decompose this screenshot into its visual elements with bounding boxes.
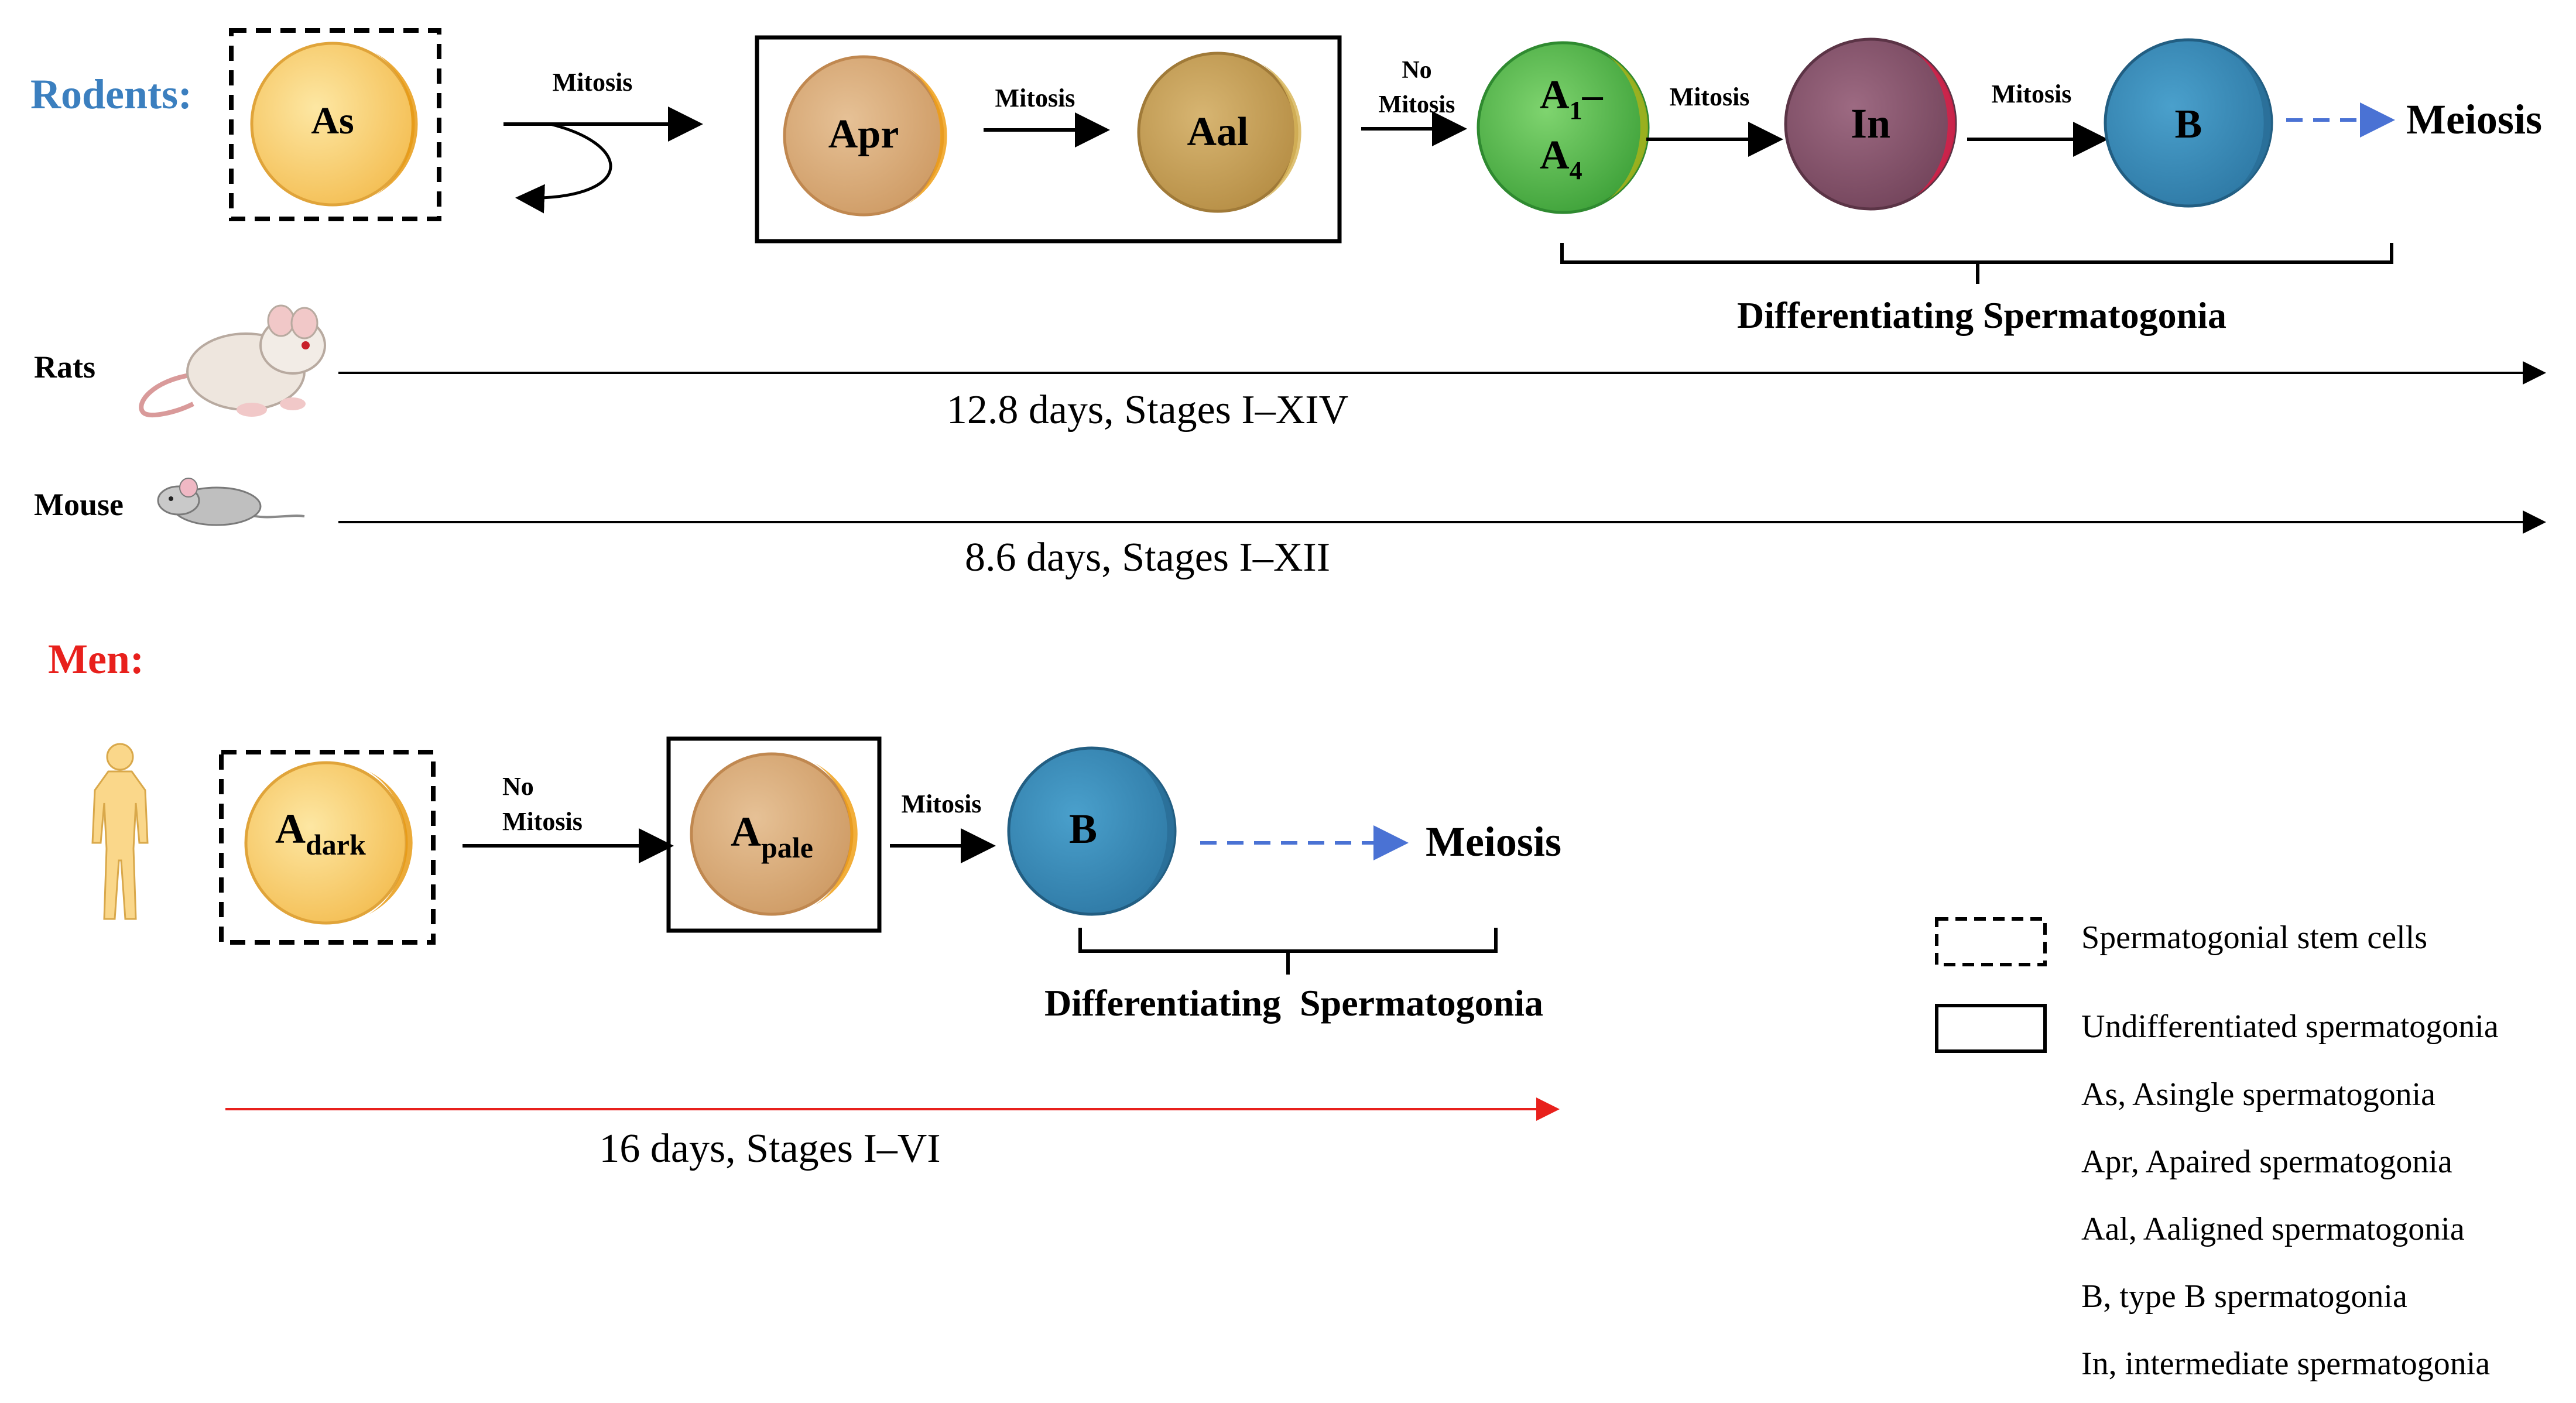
cell-adark: Adark (244, 761, 413, 925)
cell-as: As (250, 42, 418, 207)
rodents-no-mitosis-label-2: Mitosis (1379, 91, 1455, 118)
svg-text:A1–: A1– (1540, 73, 1604, 125)
cell-a4-sub: 4 (1570, 156, 1582, 185)
stem-cell-box-as (229, 28, 441, 221)
men-no-mitosis-label-1: No (502, 772, 534, 801)
legend-undiff-swatch (1935, 1004, 2047, 1053)
rodents-differentiating-label: Differentiating Spermatogonia (1737, 294, 2226, 336)
cell-b-men: B (1007, 746, 1177, 916)
stem-cell-box-adark (219, 750, 436, 945)
svg-text:A4: A4 (1540, 133, 1582, 185)
human-icon (91, 743, 149, 920)
undiff-box-apr-aal (755, 35, 1342, 243)
cell-a1-dash: – (1582, 73, 1604, 118)
mouse-duration: 8.6 days, Stages I–XII (965, 535, 1330, 580)
cell-apr-label: Apr (828, 112, 899, 157)
rodents-meiosis-label: Meiosis (2406, 96, 2542, 143)
cell-b-rodent-label: B (2175, 102, 2202, 147)
cell-a1-sub: 1 (1570, 96, 1582, 125)
rodents-mitosis-label-2: Mitosis (995, 84, 1075, 112)
rodents-differentiating-bracket (1560, 243, 2393, 284)
rats-duration: 12.8 days, Stages I–XIV (947, 387, 1348, 433)
rodents-mitosis-label-4: Mitosis (1992, 80, 2072, 108)
cell-aal-label: Aal (1187, 109, 1249, 155)
legend-stem-swatch (1935, 917, 2047, 966)
men-meiosis-label: Meiosis (1426, 818, 1561, 865)
cell-apale-label: A (731, 808, 761, 855)
men-differentiating-bracket (1078, 928, 1498, 975)
men-duration: 16 days, Stages I–VI (599, 1126, 940, 1171)
legend-note-aal: Aal, Aaligned spermatogonia (2081, 1211, 2465, 1247)
cell-a1-a4: A1– A4 (1477, 41, 1650, 214)
men-no-mitosis-label-2: Mitosis (502, 807, 583, 836)
cell-in: In (1784, 37, 1957, 211)
cell-b-men-label: B (1069, 805, 1097, 852)
cell-a1-label: A (1540, 73, 1570, 118)
men-mitosis-label: Mitosis (902, 790, 982, 818)
svg-text:Adark: Adark (275, 805, 366, 861)
mouse-icon (157, 478, 305, 526)
rat-icon (139, 304, 326, 418)
rodents-no-mitosis-label-1: No (1402, 57, 1431, 84)
cell-apr: Apr (783, 55, 947, 217)
cell-apale-sub: pale (761, 831, 813, 864)
self-renewal-loop-arrow (515, 122, 612, 214)
legend-stem-label: Spermatogonial stem cells (2081, 920, 2427, 956)
cell-apale: Apale (690, 752, 858, 916)
cell-adark-sub: dark (306, 828, 366, 861)
men-differentiating-label: Differentiating Spermatogonia (1044, 982, 1543, 1024)
cell-aal: Aal (1137, 52, 1301, 213)
cell-adark-label: A (275, 805, 306, 852)
rodents-mitosis-label-3: Mitosis (1670, 83, 1750, 111)
rats-label: Rats (34, 349, 95, 385)
mouse-label: Mouse (34, 487, 124, 522)
cell-in-label: In (1851, 100, 1890, 147)
legend-note-in: In, intermediate spermatogonia (2081, 1346, 2490, 1382)
cell-b-rodent: B (2104, 38, 2273, 208)
cell-a4-label: A (1540, 133, 1570, 178)
svg-text:Apale: Apale (731, 808, 813, 864)
undiff-box-apale (666, 736, 882, 933)
cell-as-label: As (311, 100, 354, 142)
legend-undiff-label: Undifferentiated spermatogonia (2081, 1008, 2499, 1045)
legend-note-apr: Apr, Apaired spermatogonia (2081, 1144, 2452, 1180)
legend-note-as: As, Asingle spermatogonia (2081, 1076, 2435, 1113)
rodents-mitosis-label-1: Mitosis (553, 68, 633, 97)
rodents-title: Rodents: (30, 71, 192, 118)
men-title: Men: (48, 636, 144, 682)
legend-note-b: B, type B spermatogonia (2081, 1278, 2407, 1315)
